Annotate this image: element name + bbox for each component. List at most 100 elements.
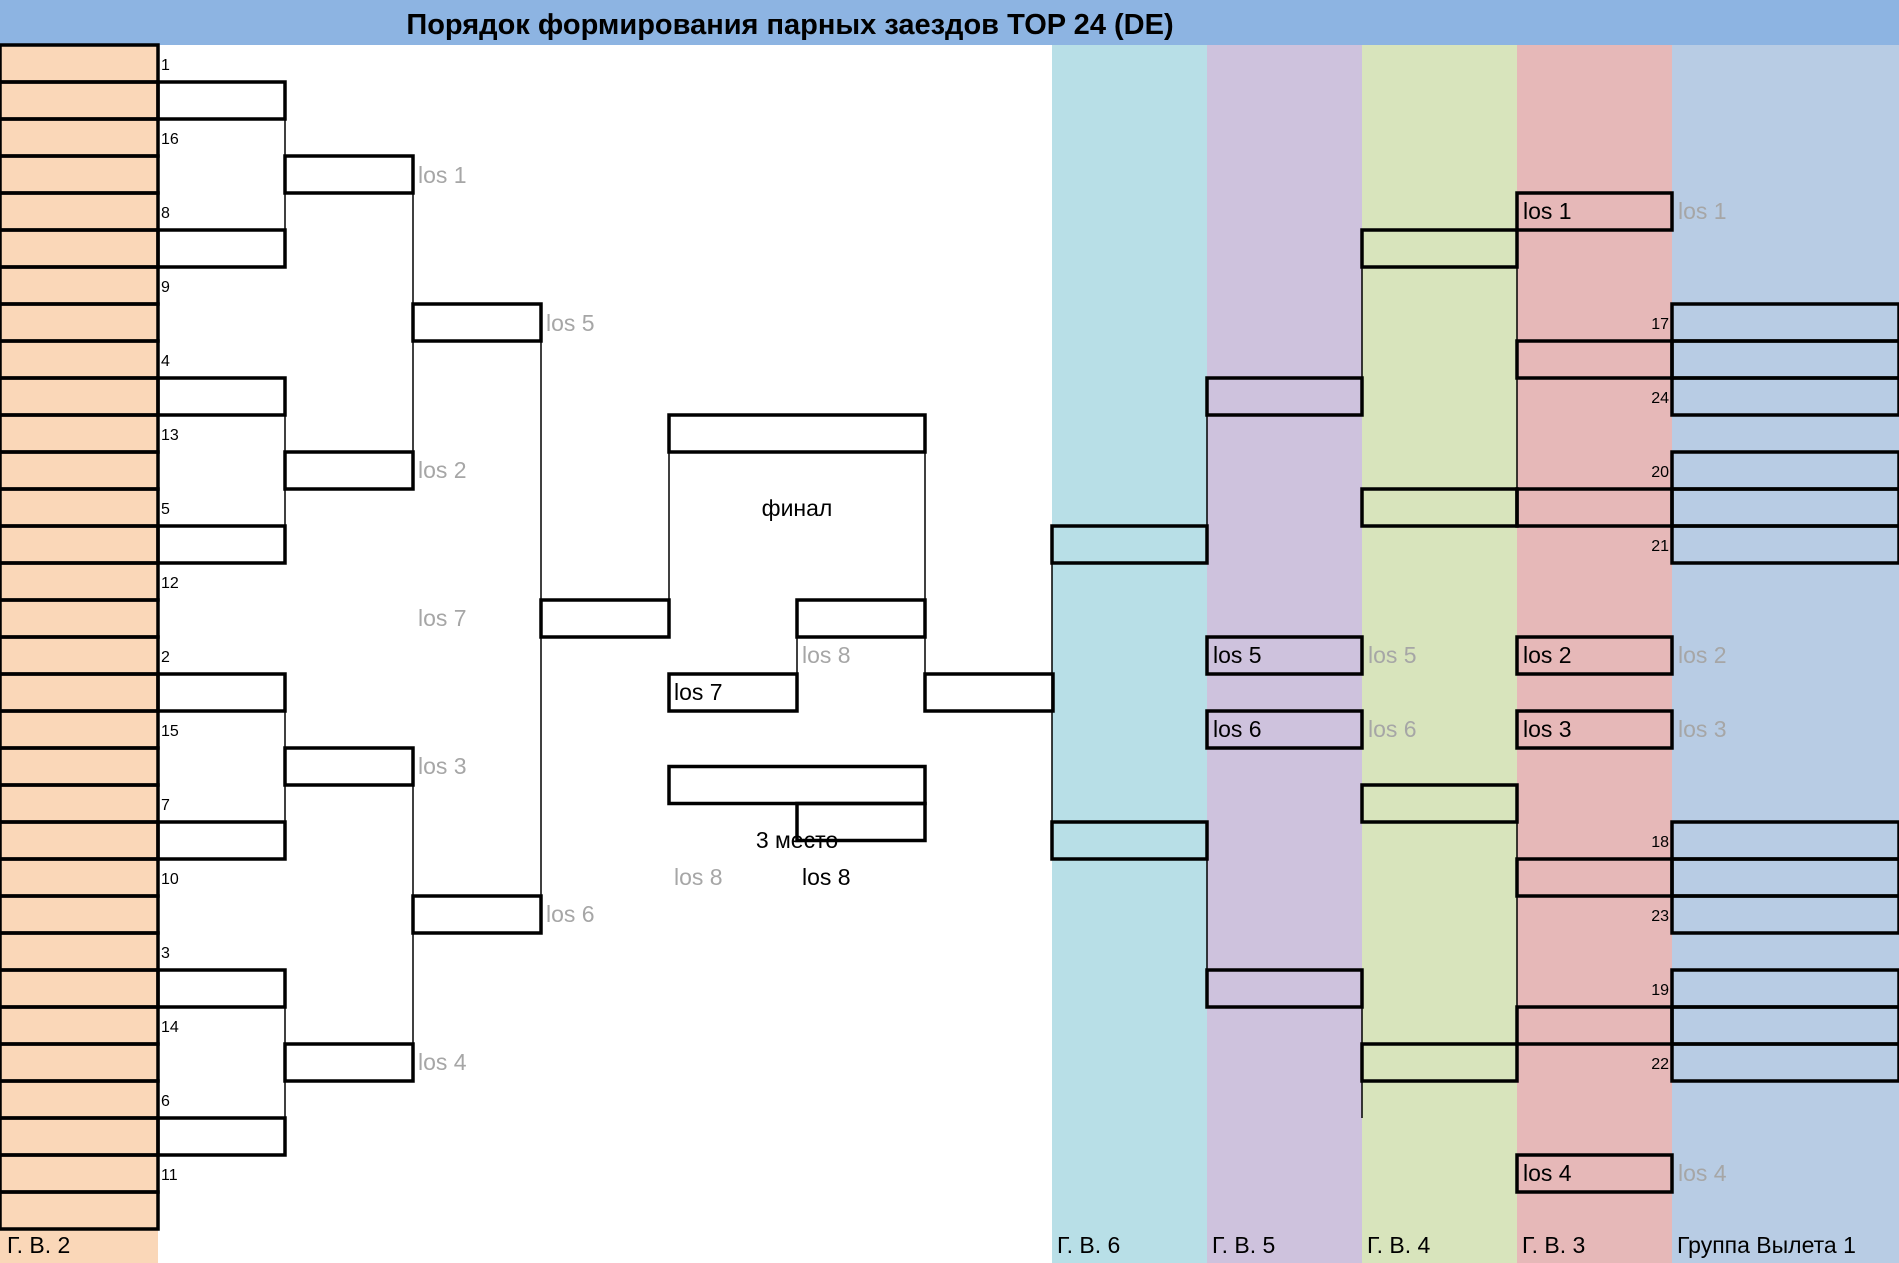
column-g4-background	[1362, 45, 1517, 1263]
seed-number: 22	[1651, 1056, 1669, 1073]
los-label: los 2	[1678, 642, 1727, 668]
seed-number: 3	[161, 945, 170, 962]
los8-slot	[795, 801, 927, 843]
semifinal-slot	[539, 598, 671, 639]
third-place-slot	[667, 764, 927, 806]
seed-number: 23	[1651, 908, 1669, 925]
los-label: los 6	[546, 901, 595, 927]
final-label: финал	[762, 495, 833, 521]
seed-number: 14	[161, 1019, 179, 1036]
column-g3-background	[1517, 45, 1672, 1263]
round4-slot	[411, 302, 543, 343]
los-box-label: los 1	[1523, 198, 1572, 224]
g4-slot	[1360, 1042, 1519, 1083]
los-box-label: los 3	[1523, 716, 1572, 742]
g1-slot	[1670, 1042, 1899, 1083]
los-label: los 4	[1678, 1160, 1727, 1186]
seed-number: 2	[161, 649, 170, 666]
third-place-label: 3 место	[756, 827, 838, 853]
seed-number: 1	[161, 57, 170, 74]
g6-slot	[1050, 820, 1209, 861]
g1-slot	[1670, 524, 1899, 565]
round2-slot	[156, 1116, 287, 1157]
final-slot	[667, 413, 927, 454]
column-g2-background	[0, 45, 158, 1263]
g3-slot	[1515, 709, 1674, 750]
seed-number: 15	[161, 723, 179, 740]
g5-slot	[1205, 635, 1364, 676]
column-g6-background	[1052, 45, 1207, 1263]
los-label: los 6	[1368, 716, 1417, 742]
round2-slot	[156, 376, 287, 417]
round3-slot	[283, 1042, 415, 1083]
los-box-label: los 7	[674, 679, 723, 705]
round2-slot	[156, 672, 287, 713]
round4-slot	[411, 894, 543, 935]
g6-slot	[1050, 524, 1209, 565]
seed-number: 24	[1651, 390, 1669, 407]
seed-number: 17	[1651, 316, 1669, 333]
seed-number: 20	[1651, 464, 1669, 481]
column-label-g6: Г. В. 6	[1057, 1232, 1120, 1258]
g3-slot	[1515, 191, 1674, 232]
los-label: los 2	[418, 457, 467, 483]
column-label-g4: Г. В. 4	[1367, 1232, 1431, 1258]
bracket-slots	[0, 43, 1899, 1231]
los-box-label: los 2	[1523, 642, 1572, 668]
seed-number: 21	[1651, 538, 1669, 555]
page-title: Порядок формирования парных заездов TOP …	[406, 9, 1173, 41]
round2-slot	[156, 524, 287, 565]
seed-number: 8	[161, 205, 170, 222]
seed-number: 19	[1651, 982, 1669, 999]
round3-slot	[283, 746, 415, 787]
g4-slot	[1360, 783, 1519, 824]
round2-slot	[156, 820, 287, 861]
g4-slot	[1360, 228, 1519, 269]
los-box-label: los 8	[802, 864, 851, 890]
round2-slot	[156, 80, 287, 121]
round2-slot	[156, 228, 287, 269]
los-label: los 4	[418, 1049, 467, 1075]
column-backgrounds	[0, 45, 1899, 1263]
los7-slot	[667, 672, 799, 713]
round3-slot	[283, 154, 415, 195]
round3-slot	[283, 450, 415, 491]
g5-slot	[1205, 709, 1364, 750]
seed-number: 13	[161, 427, 179, 444]
seed-number: 7	[161, 797, 170, 814]
seed-number: 6	[161, 1093, 170, 1110]
los-label: los 5	[546, 310, 595, 336]
column-label-g5: Г. В. 5	[1212, 1232, 1275, 1258]
g3-slot	[1515, 1153, 1674, 1194]
seed-number: 16	[161, 131, 179, 148]
seed-number: 11	[161, 1167, 178, 1184]
los-label: los 1	[418, 162, 467, 188]
round2-slot	[156, 968, 287, 1009]
los-label: los 3	[1678, 716, 1727, 742]
column-g5-background	[1207, 45, 1362, 1263]
seed-number: 4	[161, 353, 170, 370]
los-label: los 8	[802, 642, 851, 668]
g5-slot	[1205, 376, 1364, 417]
los-label: los 3	[418, 753, 467, 779]
header-bar	[0, 0, 1899, 45]
seed-number: 5	[161, 501, 170, 518]
seed-number: 10	[161, 871, 179, 888]
los-label: los 1	[1678, 198, 1727, 224]
right-final-slot	[923, 672, 1055, 713]
g3-slot	[1515, 635, 1674, 676]
los8-upper-slot	[795, 598, 927, 639]
g1-slot	[1670, 894, 1899, 935]
los-label: los 7	[418, 605, 467, 631]
los-label: los 5	[1368, 642, 1417, 668]
g1-slot	[1670, 376, 1899, 417]
g5-slot	[1205, 968, 1364, 1009]
seed-number: 9	[161, 279, 170, 296]
column-label-g3: Г. В. 3	[1522, 1232, 1585, 1258]
seed-number: 18	[1651, 834, 1669, 851]
column-g1-background	[1672, 45, 1899, 1263]
column-label-g1: Группа Вылета 1	[1677, 1232, 1856, 1258]
